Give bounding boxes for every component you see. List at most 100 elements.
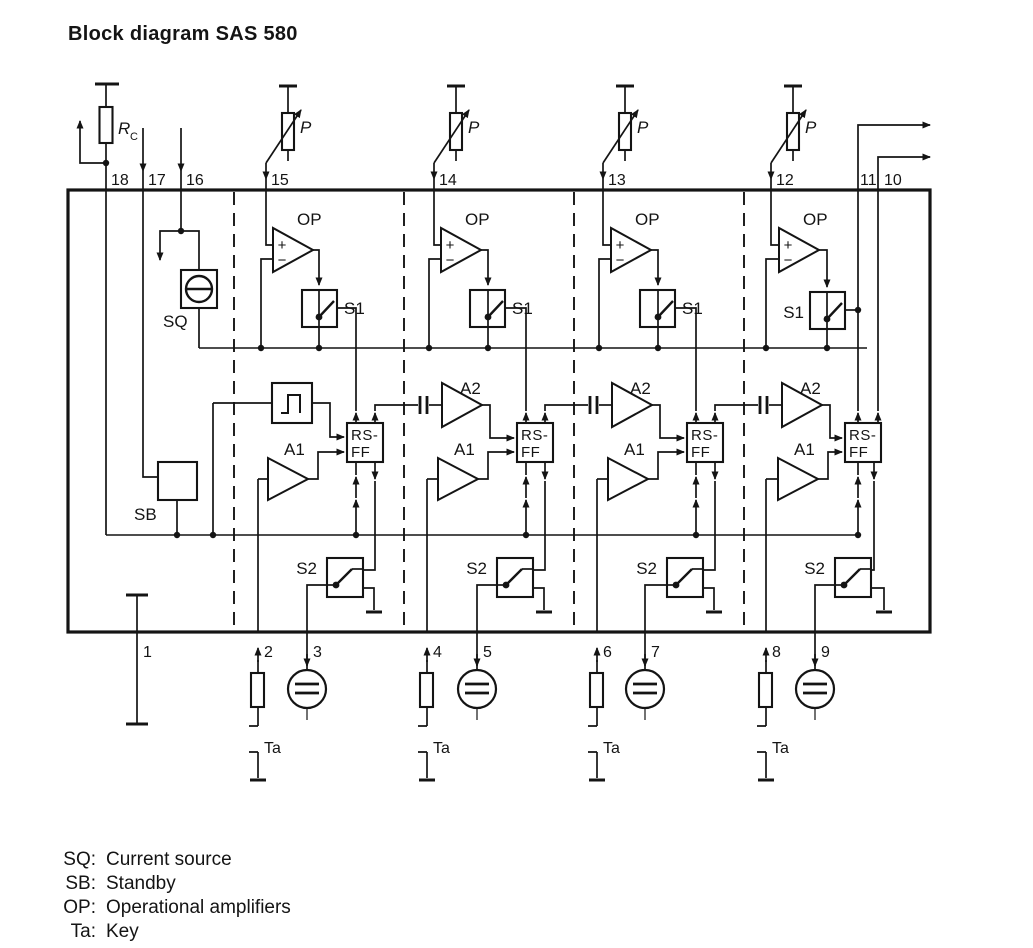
channel-3: + − OP S1 A2 RS- FF A1 (588, 179, 758, 632)
bottom-pin-labels: 1 2 3 4 5 6 7 8 9 (143, 644, 830, 661)
rsff-label-1: RS- (521, 427, 548, 444)
pot-label: P (637, 118, 649, 137)
switch-lever-icon (657, 300, 674, 318)
pot-arrow (602, 109, 639, 164)
pot-body (448, 111, 464, 152)
op-amp (272, 226, 316, 274)
ta-label: Ta (772, 740, 789, 757)
timing-cap-pin7 (624, 632, 666, 720)
capacitor-icon (794, 668, 836, 710)
series-resistor (249, 671, 266, 709)
pin-label: 11 (860, 172, 877, 189)
pot-arrow (433, 109, 470, 164)
rsff-label-2: FF (691, 444, 710, 461)
rsff-label-1: RS- (849, 427, 876, 444)
a1-amp (267, 456, 311, 502)
a2-label: A2 (460, 379, 481, 398)
horizontal-buses (106, 347, 867, 536)
s2-label: S2 (804, 559, 825, 578)
ta-label: Ta (264, 740, 281, 757)
rsff-label-2: FF (521, 444, 540, 461)
a1-amp (607, 456, 651, 502)
capacitor-icon (286, 668, 328, 710)
rc-resistor (98, 105, 114, 145)
timing-cap-pin3 (286, 632, 328, 720)
switch-lever-icon (487, 300, 504, 318)
rc-resistor-branch: R C (76, 82, 138, 535)
pin-label: 10 (884, 172, 902, 189)
key-chain-pin4: Ta (418, 647, 450, 782)
pot-arrow (265, 109, 302, 164)
s2-label: S2 (296, 559, 317, 578)
a1-label: A1 (284, 440, 305, 459)
pin-label: 9 (821, 644, 830, 661)
key-chain-pin8: Ta (757, 647, 789, 782)
rs-flipflop (345, 421, 385, 464)
pin-label: 17 (148, 172, 166, 189)
pot-body (617, 111, 633, 152)
pin16-input (156, 128, 200, 270)
key-chain-pin6: Ta (588, 647, 620, 782)
page-title: Block diagram SAS 580 (68, 23, 298, 45)
op-minus: − (278, 252, 287, 269)
a2-amp (611, 381, 655, 429)
legend-desc: Current source (106, 849, 232, 870)
pin1-terminal (126, 593, 148, 726)
op-minus: − (446, 252, 455, 269)
capacitor-icon (624, 668, 666, 710)
rsff-label-2: FF (351, 444, 370, 461)
pot-body (280, 111, 296, 152)
pin-label: 13 (608, 172, 626, 189)
rsff-label-1: RS- (691, 427, 718, 444)
sb-box (156, 460, 199, 502)
switch-lever-icon (675, 568, 693, 586)
switch-lever-icon (843, 568, 861, 586)
sb-standby: SB (134, 460, 199, 535)
pin-label: 15 (271, 172, 289, 189)
pin-label: 18 (111, 172, 129, 189)
s2-switch (665, 556, 705, 599)
pin-label: 12 (776, 172, 794, 189)
series-resistor (757, 671, 774, 709)
s2-label: S2 (636, 559, 657, 578)
legend-desc: Standby (106, 873, 176, 894)
potentiometer-12: P (767, 84, 817, 180)
channel-4: + − OP S1 A2 RS- FF A1 (758, 179, 892, 632)
legend-abbr: SQ: (63, 849, 96, 870)
pot-label: P (468, 118, 480, 137)
pot-label: P (300, 118, 312, 137)
key-contact-icon (418, 725, 427, 753)
channel-1: + − OP S1 RS- FF A1 S2 (173, 179, 418, 632)
series-resistor (418, 671, 435, 709)
potentiometer-13: P (599, 84, 649, 180)
output-arrow-11 (857, 121, 931, 411)
potentiometer-15: P (262, 84, 312, 180)
rs-flipflop (843, 421, 883, 464)
rc-label: R (118, 119, 130, 138)
channel-2: + − OP S1 A2 RS- FF A1 (418, 179, 588, 632)
pin-label: 2 (264, 644, 273, 661)
op-label: OP (803, 210, 828, 229)
legend-desc: Operational amplifiers (106, 897, 291, 918)
op-minus: − (616, 252, 625, 269)
legend-abbr: Ta: (71, 921, 96, 942)
op-plus: + (784, 237, 793, 254)
rsff-label-2: FF (849, 444, 868, 461)
sq-label: SQ (163, 312, 188, 331)
pin-label: 3 (313, 644, 322, 661)
op-plus: + (616, 237, 625, 254)
capacitor-icon (456, 668, 498, 710)
pin-label: 4 (433, 644, 442, 661)
switch-lever-icon (318, 300, 335, 318)
legend: SQ: Current source SB: Standby OP: Opera… (63, 849, 291, 942)
ta-label: Ta (433, 740, 450, 757)
pin17-input (139, 128, 158, 478)
op-amp (778, 226, 822, 274)
legend-desc: Key (106, 921, 139, 942)
s2-label: S2 (466, 559, 487, 578)
a2-amp (781, 381, 825, 429)
pin-label: 14 (439, 172, 457, 189)
switch-lever-icon (826, 302, 843, 320)
pot-label: P (805, 118, 817, 137)
